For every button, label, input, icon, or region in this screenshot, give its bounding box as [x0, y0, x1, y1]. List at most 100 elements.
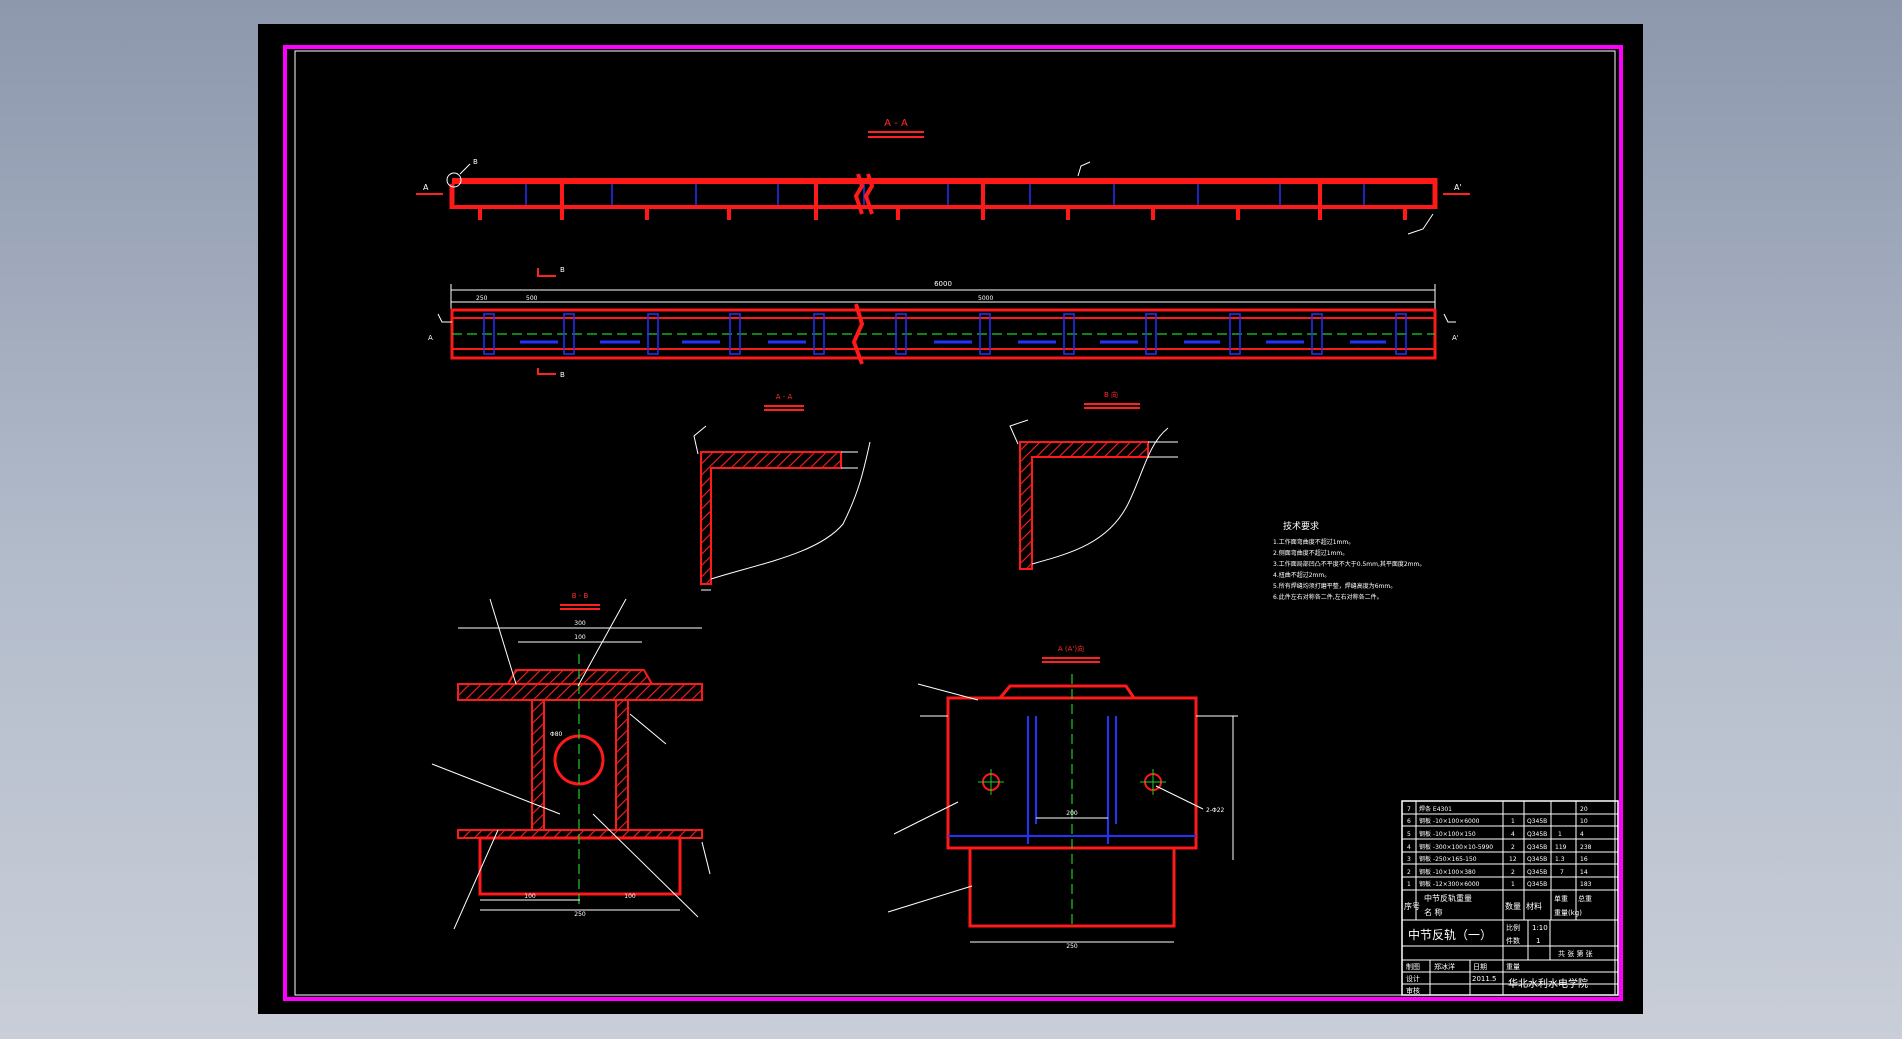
part-mat-6: Q345B [1527, 818, 1547, 825]
part-total-1: 183 [1580, 881, 1592, 888]
part-unit-3: 1.3 [1555, 856, 1565, 863]
weight-label: 重量 [1506, 963, 1520, 971]
part-name-7: 焊条 E4301 [1419, 805, 1452, 813]
part-total-5: 4 [1580, 831, 1584, 838]
dim-5000: 5000 [978, 295, 993, 302]
date-value: 2011.5 [1472, 975, 1497, 983]
part-mat-3: Q345B [1527, 856, 1547, 863]
section-bb-view: B - B 300 100 Φ80 250 100 100 [431, 592, 711, 930]
section-b-top: B [560, 266, 565, 274]
detail-view-left: A - A [693, 393, 871, 591]
sheet-border [283, 45, 1623, 1001]
section-a-marker-left: A [423, 183, 429, 192]
dim-100-right: 100 [624, 893, 636, 900]
dim-250-view: 250 [1066, 943, 1078, 950]
design-label: 设计 [1406, 974, 1420, 983]
header-weight-kg: 重量(kg) [1554, 909, 1582, 917]
count-label: 件数 [1506, 936, 1520, 945]
dim-300: 300 [574, 620, 586, 627]
part-qty-3: 12 [1509, 856, 1517, 863]
detail-title-left: A - A [776, 393, 793, 401]
part-name-5: 钢板 -10×100×150 [1419, 830, 1476, 838]
tech-line-3: 3.工作面局部凹凸不平度不大于0.5mm,其平面度2mm。 [1273, 560, 1425, 568]
part-name-6: 钢板 -10×100×6000 [1419, 817, 1480, 825]
section-aa-label: A - A [884, 118, 908, 129]
part-no-1: 1 [1407, 881, 1411, 888]
tech-title: 技术要求 [1283, 520, 1319, 532]
drawing-sheet: A - A B A A' [258, 24, 1643, 1014]
header-name-top: 中节反轨重量 [1424, 893, 1472, 903]
view-a-title: A (A')向 [1058, 644, 1084, 653]
header-mat: 材料 [1526, 901, 1542, 911]
part-unit-2: 7 [1560, 869, 1564, 876]
part-name-4: 钢板 -300×100×10-5990 [1419, 843, 1493, 851]
scale-value: 1:10 [1532, 924, 1548, 932]
part-no-4: 4 [1407, 844, 1411, 851]
header-no: 序号 [1404, 901, 1420, 911]
part-no-6: 6 [1407, 818, 1411, 825]
part-mat-5: Q345B [1527, 831, 1547, 838]
drawing-title: 中节反轨（一） [1408, 927, 1492, 942]
phi-label: Φ80 [550, 731, 563, 738]
part-qty-6: 1 [1511, 818, 1515, 825]
part-qty-5: 4 [1511, 831, 1515, 838]
title-block: 7 焊条 E4301 20 6 钢板 -10×100×6000 1 Q345B … [1401, 800, 1619, 996]
part-no-2: 2 [1407, 869, 1411, 876]
header-qty: 数量 [1505, 901, 1521, 911]
part-qty-4: 2 [1511, 844, 1515, 851]
sheet-info: 共 张 第 张 [1558, 949, 1593, 958]
part-unit-4: 119 [1555, 844, 1567, 851]
drawn-by: 郑冰洋 [1434, 962, 1455, 971]
part-mat-4: Q345B [1527, 844, 1547, 851]
part-name-2: 钢板 -10×100×380 [1419, 868, 1476, 876]
dim-500: 500 [526, 295, 538, 302]
dim-250-bottom: 250 [574, 911, 586, 918]
part-unit-5: 1 [1558, 831, 1562, 838]
detail-title-right: B 向 [1104, 390, 1118, 399]
elevation-view: A - A B A A' [416, 118, 1470, 235]
tech-line-2: 2.侧面弯曲度不超过1mm。 [1273, 549, 1348, 557]
tech-line-1: 1.工作面弯曲度不超过1mm。 [1273, 538, 1354, 546]
part-name-1: 钢板 -12×300×6000 [1419, 880, 1480, 888]
detail-b-marker: B [473, 158, 478, 166]
header-total-weight: 总重 [1578, 894, 1592, 903]
section-bb-title: B - B [572, 592, 589, 600]
view-a-prime: A (A')向 200 250 2-Φ22 [887, 644, 1238, 950]
tech-line-4: 4.扭曲不超过2mm。 [1273, 571, 1330, 579]
check-label: 审核 [1406, 986, 1420, 995]
part-total-4: 238 [1580, 844, 1592, 851]
part-mat-1: Q345B [1527, 881, 1547, 888]
part-no-3: 3 [1407, 856, 1411, 863]
dim-6000: 6000 [934, 280, 952, 288]
dim-200: 200 [1066, 810, 1078, 817]
count-value: 1 [1536, 937, 1540, 945]
part-qty-1: 1 [1511, 881, 1515, 888]
part-total-3: 16 [1580, 856, 1588, 863]
header-unit-weight: 单重 [1554, 894, 1568, 903]
date-label: 日期 [1473, 963, 1487, 971]
plan-a-left: A [428, 334, 433, 342]
part-total-7: 20 [1580, 806, 1588, 813]
part-total-2: 14 [1580, 869, 1588, 876]
tech-line-5: 5.所有焊缝均须打磨平整，焊缝高度为6mm。 [1273, 582, 1396, 590]
dim-100-top: 100 [574, 634, 586, 641]
part-no-7: 7 [1407, 806, 1411, 813]
school-name: 华北水利水电学院 [1508, 977, 1588, 990]
dim-250: 250 [476, 295, 488, 302]
section-a-marker-right: A' [1454, 183, 1462, 192]
part-qty-2: 2 [1511, 869, 1515, 876]
part-total-6: 10 [1580, 818, 1588, 825]
header-name: 名 称 [1424, 907, 1443, 917]
hole-note: 2-Φ22 [1206, 807, 1225, 814]
tech-requirements: 技术要求 1.工作面弯曲度不超过1mm。 2.侧面弯曲度不超过1mm。 3.工作… [1273, 520, 1425, 601]
plan-view: 6000 250 500 5000 B B [428, 266, 1459, 379]
part-mat-2: Q345B [1527, 869, 1547, 876]
part-name-3: 钢板 -250×165-150 [1419, 855, 1477, 863]
detail-view-right: B 向 [1009, 390, 1178, 570]
drawn-label: 制图 [1406, 962, 1420, 971]
section-b-bottom: B [560, 371, 565, 379]
part-no-5: 5 [1407, 831, 1411, 838]
tech-line-6: 6.此件左右对称各二件,左右对称各二件。 [1273, 593, 1383, 601]
cad-drawing: A - A B A A' [283, 45, 1623, 1001]
scale-label: 比例 [1506, 923, 1520, 932]
